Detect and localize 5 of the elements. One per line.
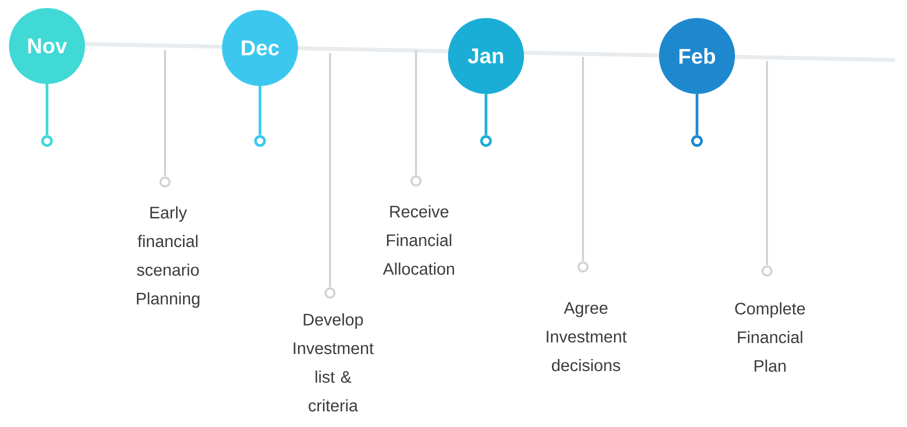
event-text: Complete Financial Plan	[735, 302, 805, 372]
event-text: Early financial scenario Planning	[136, 206, 200, 308]
event-text: Develop Investment list & criteria	[294, 313, 374, 412]
event-text: Agree Investment decisions	[546, 302, 627, 372]
event-text: Receive Financial Allocation	[382, 205, 454, 275]
